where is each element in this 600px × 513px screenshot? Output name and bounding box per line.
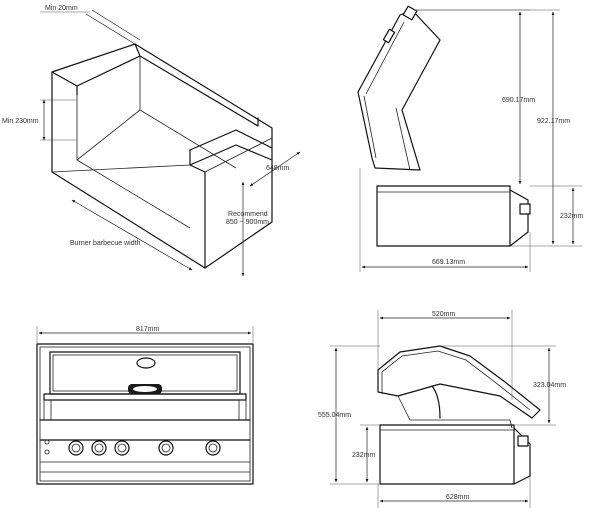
depth-label: 669.13mm — [432, 259, 465, 266]
total-height-label: 555.04mm — [318, 412, 351, 419]
width-label: Burner barbecue width — [70, 240, 141, 247]
knob-1-icon — [68, 440, 84, 456]
total-height-label: 922.17mm — [537, 118, 570, 125]
width-label: 817mm — [136, 326, 160, 333]
hood-height-label: 323.04mm — [533, 382, 566, 389]
top-depth-label: 520mm — [432, 311, 456, 318]
knob-4-icon — [158, 440, 174, 456]
hood-height-label: 690.17mm — [502, 97, 535, 104]
isometric-cutout-view: Min 20mm Min 230mm 648mm Recommend 850 ~… — [2, 5, 301, 277]
depth-label: 648mm — [266, 165, 290, 172]
bottom-depth-label: 628mm — [446, 494, 470, 501]
recommend-line1: Recommend — [228, 211, 268, 218]
body-height-label: 232mm — [560, 213, 584, 220]
side-view-open: 690.17mm 922.17mm 232mm 669.13mm — [357, 5, 584, 272]
min-gap-label: Min 20mm — [45, 5, 78, 12]
body-height-label: 232mm — [352, 452, 376, 459]
ignition-icon — [44, 439, 50, 445]
control-knobs — [68, 440, 221, 456]
min-height-label: Min 230mm — [2, 118, 39, 125]
side-view-closed: 520mm 323.04mm 555.04mm 232mm 628mm — [318, 310, 566, 508]
knob-3-icon — [114, 440, 130, 456]
recommend-line2: 850 ~ 900mm — [226, 219, 269, 226]
knob-2-icon — [91, 440, 107, 456]
front-view: 817mm — [36, 326, 254, 485]
knob-5-icon — [205, 440, 221, 456]
temperature-gauge-icon — [136, 357, 156, 369]
